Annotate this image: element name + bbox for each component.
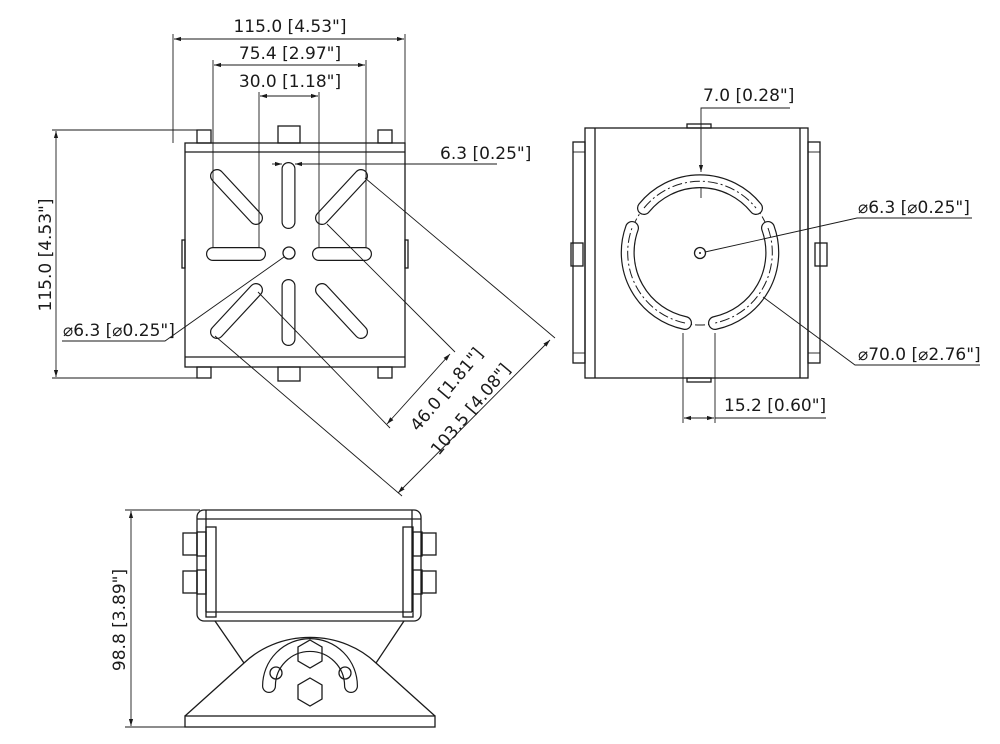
side-center-hole: [693, 246, 707, 260]
front-view: 115.0 [4.53"] 75.4 [2.97"] 30.0 [1.18"] …: [36, 17, 556, 497]
side-plate-left: [572, 141, 586, 364]
top-bolt: [277, 125, 301, 144]
bottom-tab-left: [196, 366, 212, 379]
top-tab-left: [196, 129, 212, 144]
dim-circle-diameter: ⌀70.0 [⌀2.76"]: [858, 345, 981, 365]
base-pedestal: [184, 636, 436, 717]
dim-bottom-height: 98.8 [3.89"]: [110, 569, 130, 671]
dim-width-inner: 30.0 [1.18"]: [239, 72, 341, 92]
bolt-right-lower: [421, 570, 437, 594]
dim-width-overall: 115.0 [4.53"]: [233, 17, 346, 37]
bolt-left-lower: [182, 570, 198, 594]
dim-side-center-hole: ⌀6.3 [⌀0.25"]: [858, 198, 970, 218]
bracket-body: [196, 509, 422, 622]
side-plate-right: [807, 141, 821, 364]
top-tab-right: [377, 129, 393, 144]
dim-slot-gap: 15.2 [0.60"]: [724, 396, 826, 416]
dim-width-slots: 75.4 [2.97"]: [239, 44, 341, 64]
dim-center-hole: ⌀6.3 [⌀0.25"]: [63, 321, 175, 341]
side-bolt-right: [814, 242, 828, 267]
dim-arc-slot-width: 7.0 [0.28"]: [703, 86, 794, 106]
dim-slot-width: 6.3 [0.25"]: [440, 144, 531, 164]
side-view: 7.0 [0.28"] ⌀6.3 [⌀0.25"] ⌀70.0 [⌀2.76"]…: [570, 86, 981, 423]
bottom-tab-right: [377, 366, 393, 379]
base-plate: [184, 715, 436, 728]
bottom-view: 98.8 [3.89"]: [110, 509, 437, 728]
arc-slots: [620, 174, 780, 330]
bolt-left-upper: [182, 532, 198, 556]
mounting-slots: [206, 162, 372, 346]
side-bolt-left: [570, 242, 584, 267]
dim-height-overall: 115.0 [4.53"]: [36, 198, 56, 311]
bottom-bolt: [277, 366, 301, 382]
hex-bolt-upper: [297, 639, 323, 669]
center-hole: [282, 246, 296, 260]
bolt-right-upper: [421, 532, 437, 556]
hex-bolt-lower: [297, 677, 323, 707]
